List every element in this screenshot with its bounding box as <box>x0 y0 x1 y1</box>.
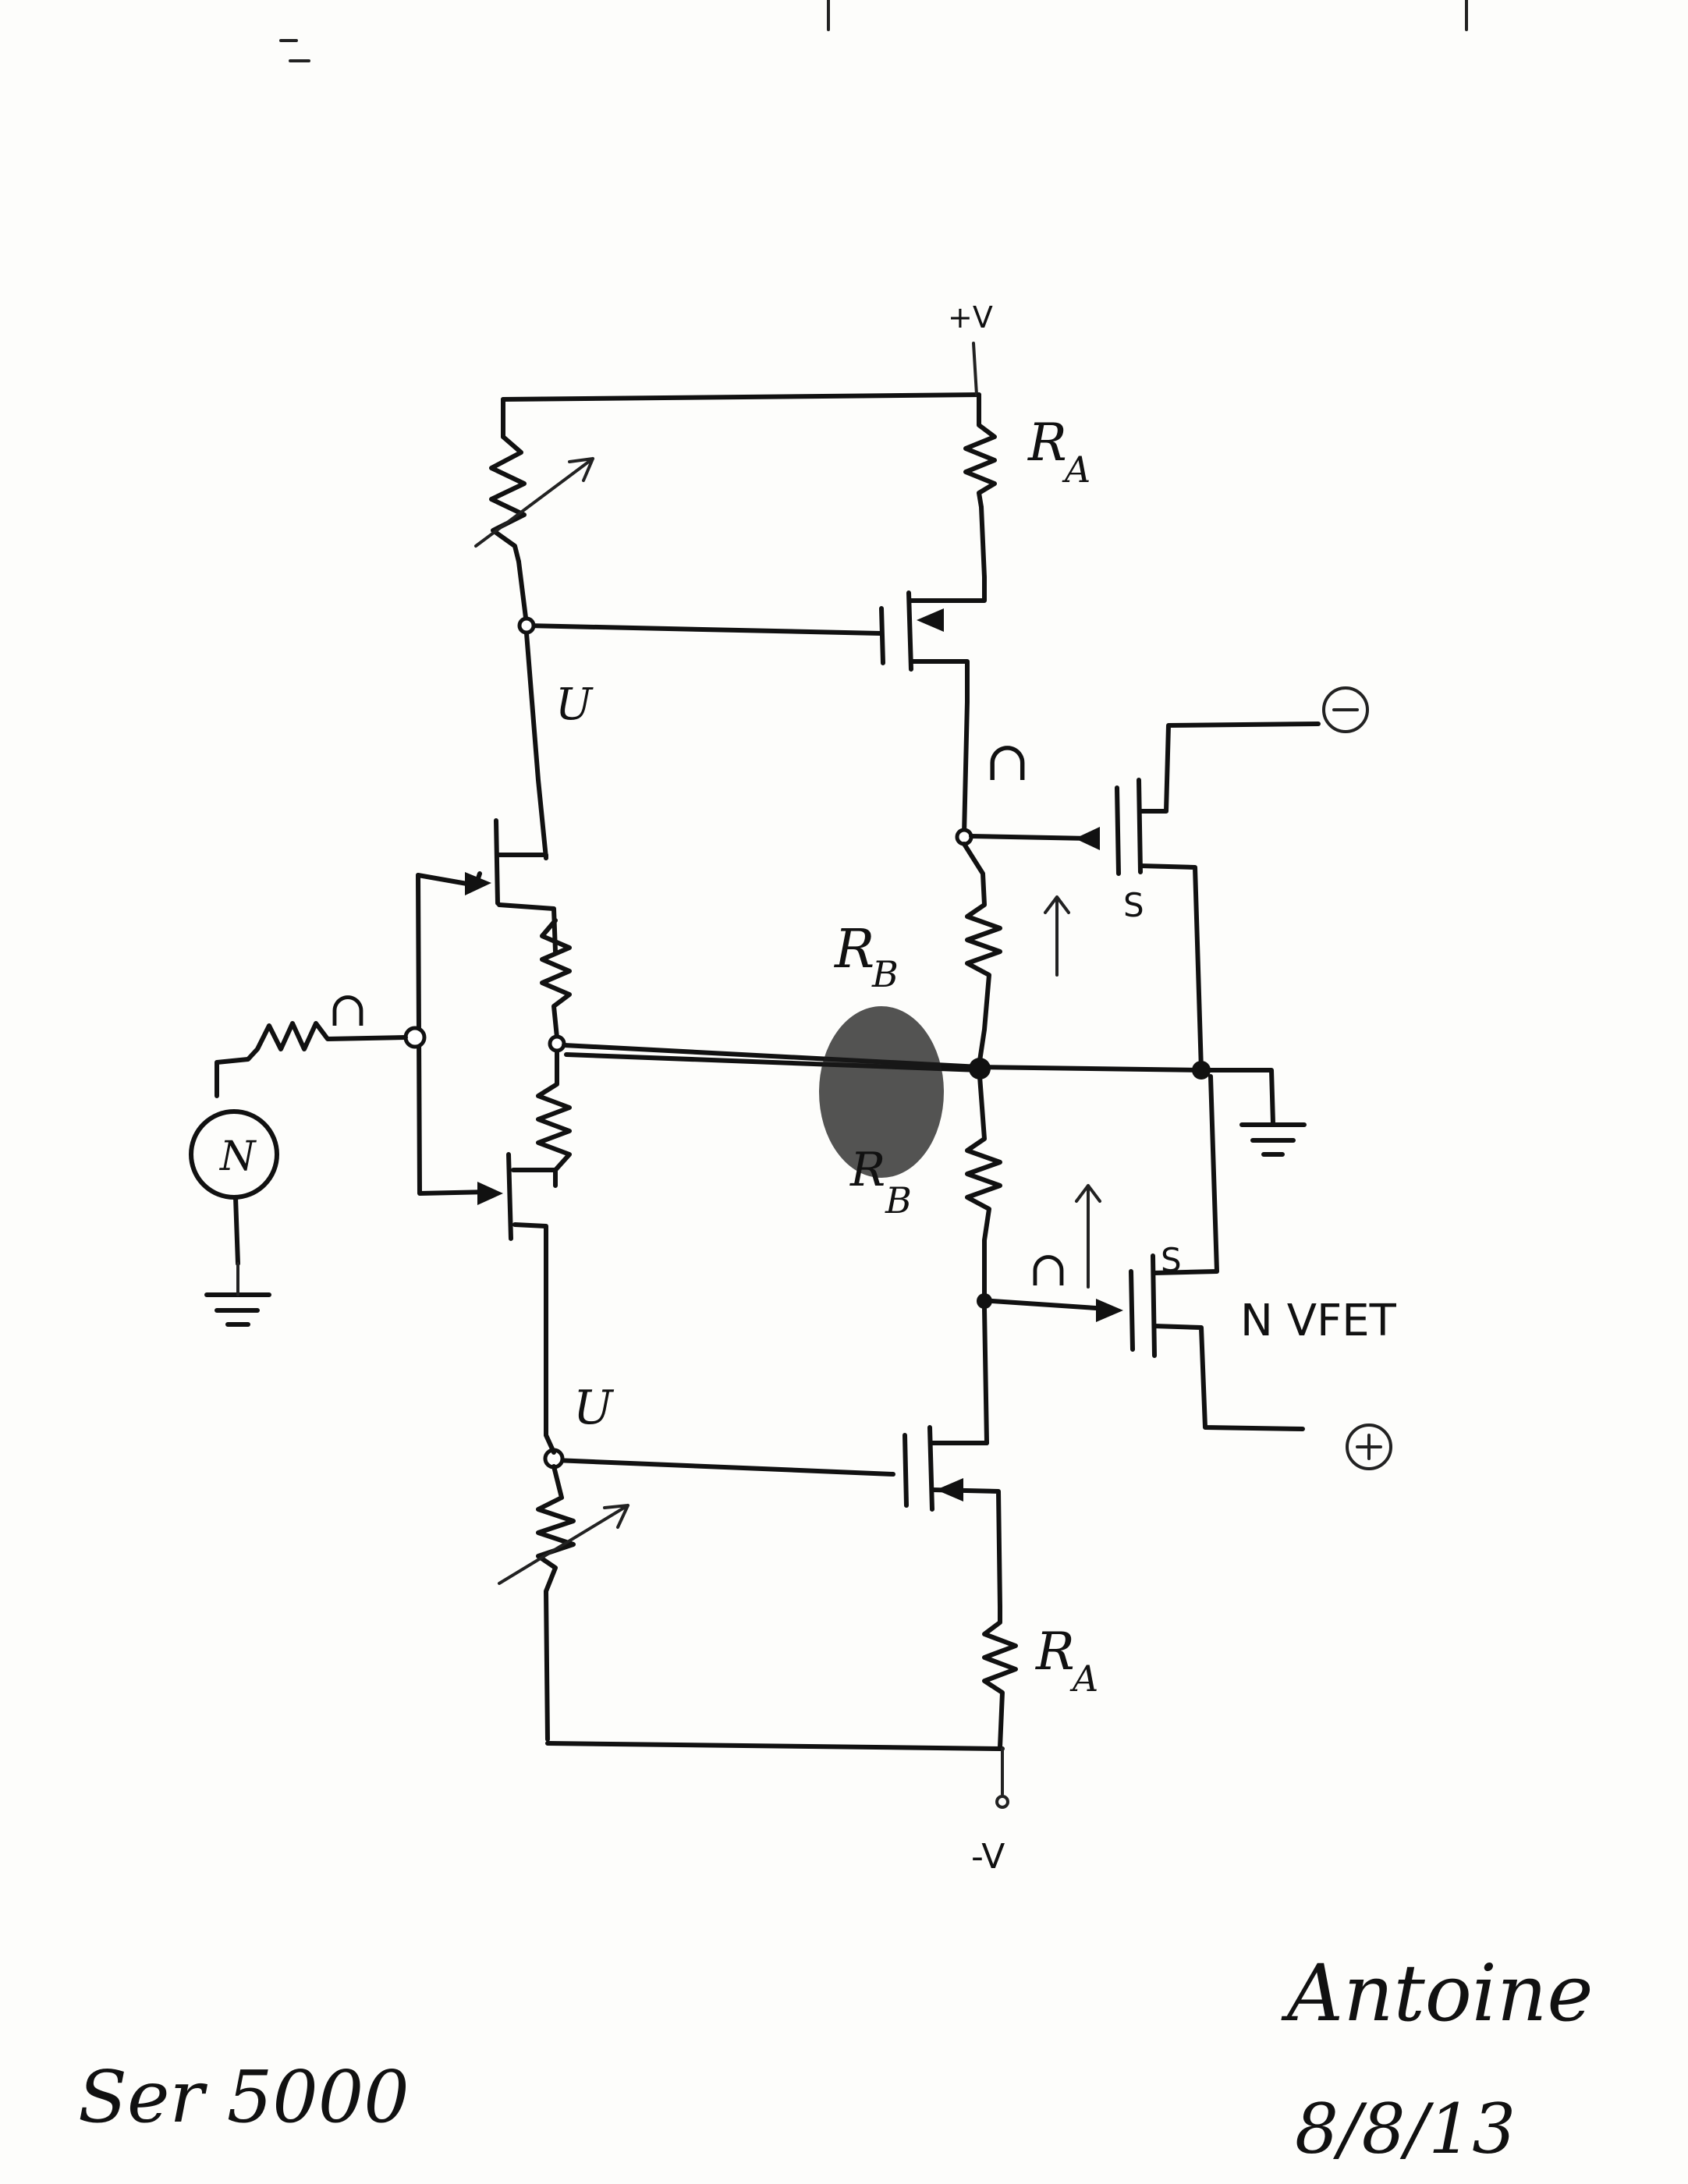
top-gate-line <box>524 623 882 636</box>
n-bottom-label: ∩ <box>1028 1240 1069 1297</box>
ra-bottom-resistor <box>982 1604 1018 1750</box>
rb-top-label: R <box>833 919 874 980</box>
top-pfet-drain <box>909 659 970 704</box>
upper-driver-channel <box>494 818 500 906</box>
top-pfet-arrow <box>917 608 944 632</box>
top-pfet-channel <box>906 590 913 672</box>
lower-out-source <box>1152 1074 1219 1275</box>
bottom-rail-wire <box>545 1741 1005 1751</box>
right-ground-symbol <box>1239 1122 1307 1157</box>
upper-out-drain <box>1138 722 1321 814</box>
right-ground-lead <box>1199 1068 1275 1126</box>
upper-out-channel <box>1137 778 1143 874</box>
note-left: Ser 5000 <box>78 2055 410 2139</box>
signal-source-lead <box>233 1195 240 1266</box>
nvfet-label: N VFET <box>1240 1296 1397 1346</box>
upper-out-current-arrow <box>1044 895 1070 977</box>
vminus-node <box>995 1795 1009 1809</box>
top-gate-node <box>517 616 536 635</box>
ra-top-resistor <box>963 392 997 509</box>
rb-bottom-resistor <box>965 1074 1002 1297</box>
lower-source-label: S <box>1161 1241 1182 1279</box>
n-top-label: ∩ <box>984 729 1030 793</box>
mid-left-node <box>548 1034 566 1053</box>
bottom-fet-gate-plate <box>903 1433 909 1508</box>
upper-out-arrow <box>1075 827 1100 850</box>
input-resistor <box>215 1021 408 1098</box>
lower-out-arrow <box>1096 1299 1123 1322</box>
signature-date: 8/8/13 <box>1295 2089 1516 2169</box>
upper-source-label: S <box>1123 886 1144 924</box>
upper-out-gate-plate <box>1115 785 1121 876</box>
ra-top-subscript: A <box>1062 448 1090 491</box>
top-potentiometer <box>489 434 527 564</box>
left-upper-vertical <box>524 631 548 860</box>
bottom-pot-arrow <box>498 1504 629 1585</box>
rb-top-resistor <box>962 842 1002 1063</box>
vplus-lead <box>972 342 978 396</box>
positive-output-sign <box>1356 1434 1382 1460</box>
rb-bottom-subscript: B <box>885 1179 912 1221</box>
lower-out-gate-plate <box>1129 1269 1135 1352</box>
lower-out-gate-wire <box>990 1299 1110 1311</box>
u-top-label: U <box>555 679 594 730</box>
lower-driver-source <box>512 1222 548 1438</box>
upper-driver-arrow <box>465 872 491 895</box>
left-lower-vertical <box>544 1433 556 1455</box>
u-bottom-label: U <box>573 1381 615 1435</box>
upper-driver-drain <box>497 853 548 860</box>
upper-emitter-resistor <box>540 918 572 1040</box>
right-upper-vertical <box>962 700 970 837</box>
lower-driver-channel <box>506 1152 513 1241</box>
right-lower-vertical <box>982 1306 989 1445</box>
lower-out-drain <box>1152 1324 1305 1431</box>
rb-bottom-node <box>977 1293 992 1309</box>
signal-source-label: N <box>218 1133 257 1180</box>
signature-name: Antoine <box>1281 1948 1594 2039</box>
bottom-fet-source <box>930 1487 1002 1609</box>
rb-top-subscript: B <box>871 953 899 995</box>
bottom-gate-line <box>553 1458 895 1477</box>
top-pfet-source <box>909 575 987 603</box>
scan-mark-top-left <box>279 39 310 62</box>
input-bus-left <box>416 873 492 1196</box>
output-junction <box>969 1058 991 1080</box>
lower-out-current-arrow <box>1075 1184 1101 1289</box>
input-node <box>403 1026 427 1049</box>
upper-driver-source <box>497 902 558 954</box>
positive-output-terminal <box>1346 1424 1392 1470</box>
upper-out-gate-wire <box>969 834 1094 841</box>
top-pot-arrow <box>474 457 594 548</box>
ink-smudge <box>819 1006 944 1178</box>
bottom-fet-channel <box>927 1425 934 1512</box>
ra-bottom-label: R <box>1035 1622 1075 1682</box>
ra-bottom-subscript: A <box>1069 1658 1098 1700</box>
vminus-label: -V <box>971 1837 1005 1877</box>
negative-output-terminal <box>1322 686 1369 733</box>
n-input-label: ∩ <box>328 980 368 1037</box>
left-ground-symbol <box>204 1292 271 1327</box>
top-rail-wire <box>501 392 981 402</box>
bottom-fet-arrow <box>936 1478 963 1502</box>
bottom-potentiometer <box>536 1464 576 1742</box>
ra-top-lead <box>979 505 987 580</box>
lower-driver-arrow <box>477 1182 503 1205</box>
upper-out-source <box>1138 863 1204 1072</box>
rb-bottom-label: R <box>849 1143 885 1197</box>
top-pfet-gate-plate <box>879 606 885 665</box>
top-pot-lead <box>516 559 529 626</box>
vplus-label: +V <box>948 300 993 335</box>
lower-emitter-resistor <box>536 1049 572 1188</box>
ra-top-label: R <box>1027 413 1067 473</box>
